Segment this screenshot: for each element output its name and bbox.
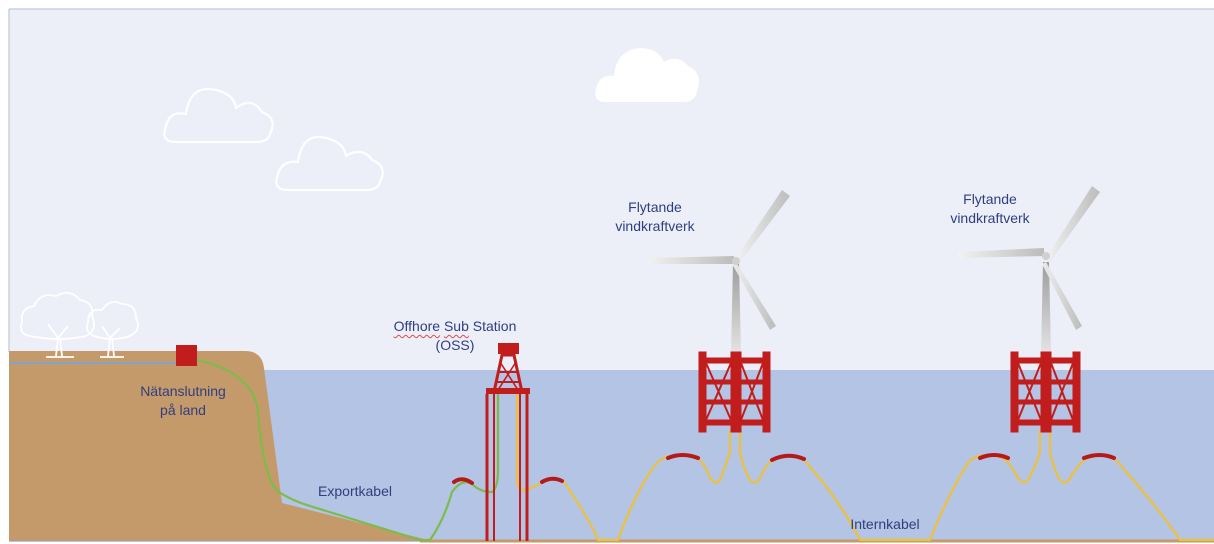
turbine-blades (648, 190, 790, 330)
oss-label-line1: Offhore Sub Station (370, 317, 540, 336)
turbine2-label-line2: vindkraftverk (950, 210, 1030, 226)
internal-cable (515, 392, 1214, 542)
offshore-substation-icon (485, 343, 530, 541)
internal-cable-label: Internkabel (850, 516, 920, 532)
buoyancy-modules (452, 453, 1116, 485)
cloud-icon (595, 48, 699, 102)
oss-word-offhore: Offhore (393, 318, 441, 334)
onshore-substation-icon (176, 345, 197, 366)
sky (9, 9, 1214, 371)
floating-wind-turbine-icon (648, 190, 790, 433)
turbine2-label: Flytande vindkraftverk (935, 190, 1045, 228)
tree-icon (85, 301, 139, 358)
floating-foundation (698, 351, 771, 433)
turbine-blades (958, 186, 1100, 330)
turbine1-label-line2: vindkraftverk (615, 218, 695, 234)
grid-connection-label: Nätanslutning på land (128, 382, 238, 420)
turbine1-label: Flytande vindkraftverk (600, 198, 710, 236)
floating-foundation (1010, 351, 1081, 433)
land (9, 351, 432, 541)
oss-word-station: Station (472, 318, 517, 334)
floating-wind-turbine-icon (958, 186, 1100, 433)
grid-connection-line2: på land (160, 402, 206, 418)
cloud-icon (163, 87, 274, 144)
tree-icon (20, 291, 95, 358)
turbine2-label-line1: Flytande (963, 191, 1017, 207)
turbine1-label-line1: Flytande (628, 199, 682, 215)
oss-label: Offhore Sub Station (OSS) (370, 317, 540, 355)
grid-connection-line1: Nätanslutning (140, 383, 226, 399)
export-cable (196, 358, 500, 542)
export-cable-label: Exportkabel (318, 483, 392, 499)
oss-word-sub: Sub (443, 318, 469, 334)
cloud-icon (275, 135, 384, 192)
oss-label-line2: (OSS) (435, 337, 475, 353)
